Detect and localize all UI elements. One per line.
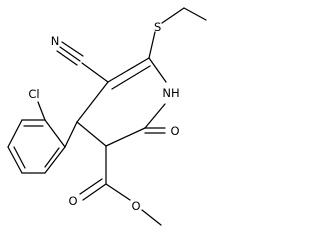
bond-aryl-1-2 [44,119,66,148]
bond-ethyl-ch2-s [161,7,185,24]
bond-c2-c3 [105,127,146,147]
bond-s-c6 [148,31,156,59]
ester-carbonyl-oxygen-label: O [68,194,77,208]
bond-c5-c6 [107,57,150,83]
bond-c4-c5 [76,81,109,123]
ester-ether-oxygen-label: O [131,199,140,213]
chlorine-label: Cl [28,87,39,101]
bond-aryl-6-1 [44,146,66,174]
bond-aryl-3-4 [7,119,23,148]
bond-c5-cn [81,62,109,83]
bond-aryl-inner-c [44,147,60,168]
bond-cn-triple-b [61,41,84,57]
bond-ester-c-o-single [105,183,131,201]
chemical-structure-diagram: S N NH O Cl O O [7,7,207,226]
bond-aryl-cl [37,101,46,121]
bond-c4-aryl [64,121,78,148]
ring-carbonyl-oxygen-label: O [170,124,179,138]
bond-c3-c4 [76,121,107,147]
sulfur-label: S [154,20,161,34]
nitrile-nitrogen-label: N [51,34,60,48]
bond-cn-triple-a [59,46,81,62]
bond-nh-c2 [144,103,166,129]
bond-c5-c6-double [111,65,151,90]
bond-cn-triple-c [56,50,78,66]
bond-c6-nh [148,57,167,83]
bond-o-methyl [141,209,162,226]
structure-canvas: S N NH O Cl O O [7,7,207,226]
bond-ethyl-ch3-ch2 [183,7,207,21]
amide-nh-label: NH [162,86,179,100]
bond-aryl-inner-b [13,146,26,169]
bond-ester-c-o-double-b [79,178,103,195]
bond-ester-c-o-double-a [82,183,107,201]
bond-aryl-4-5 [7,146,23,174]
